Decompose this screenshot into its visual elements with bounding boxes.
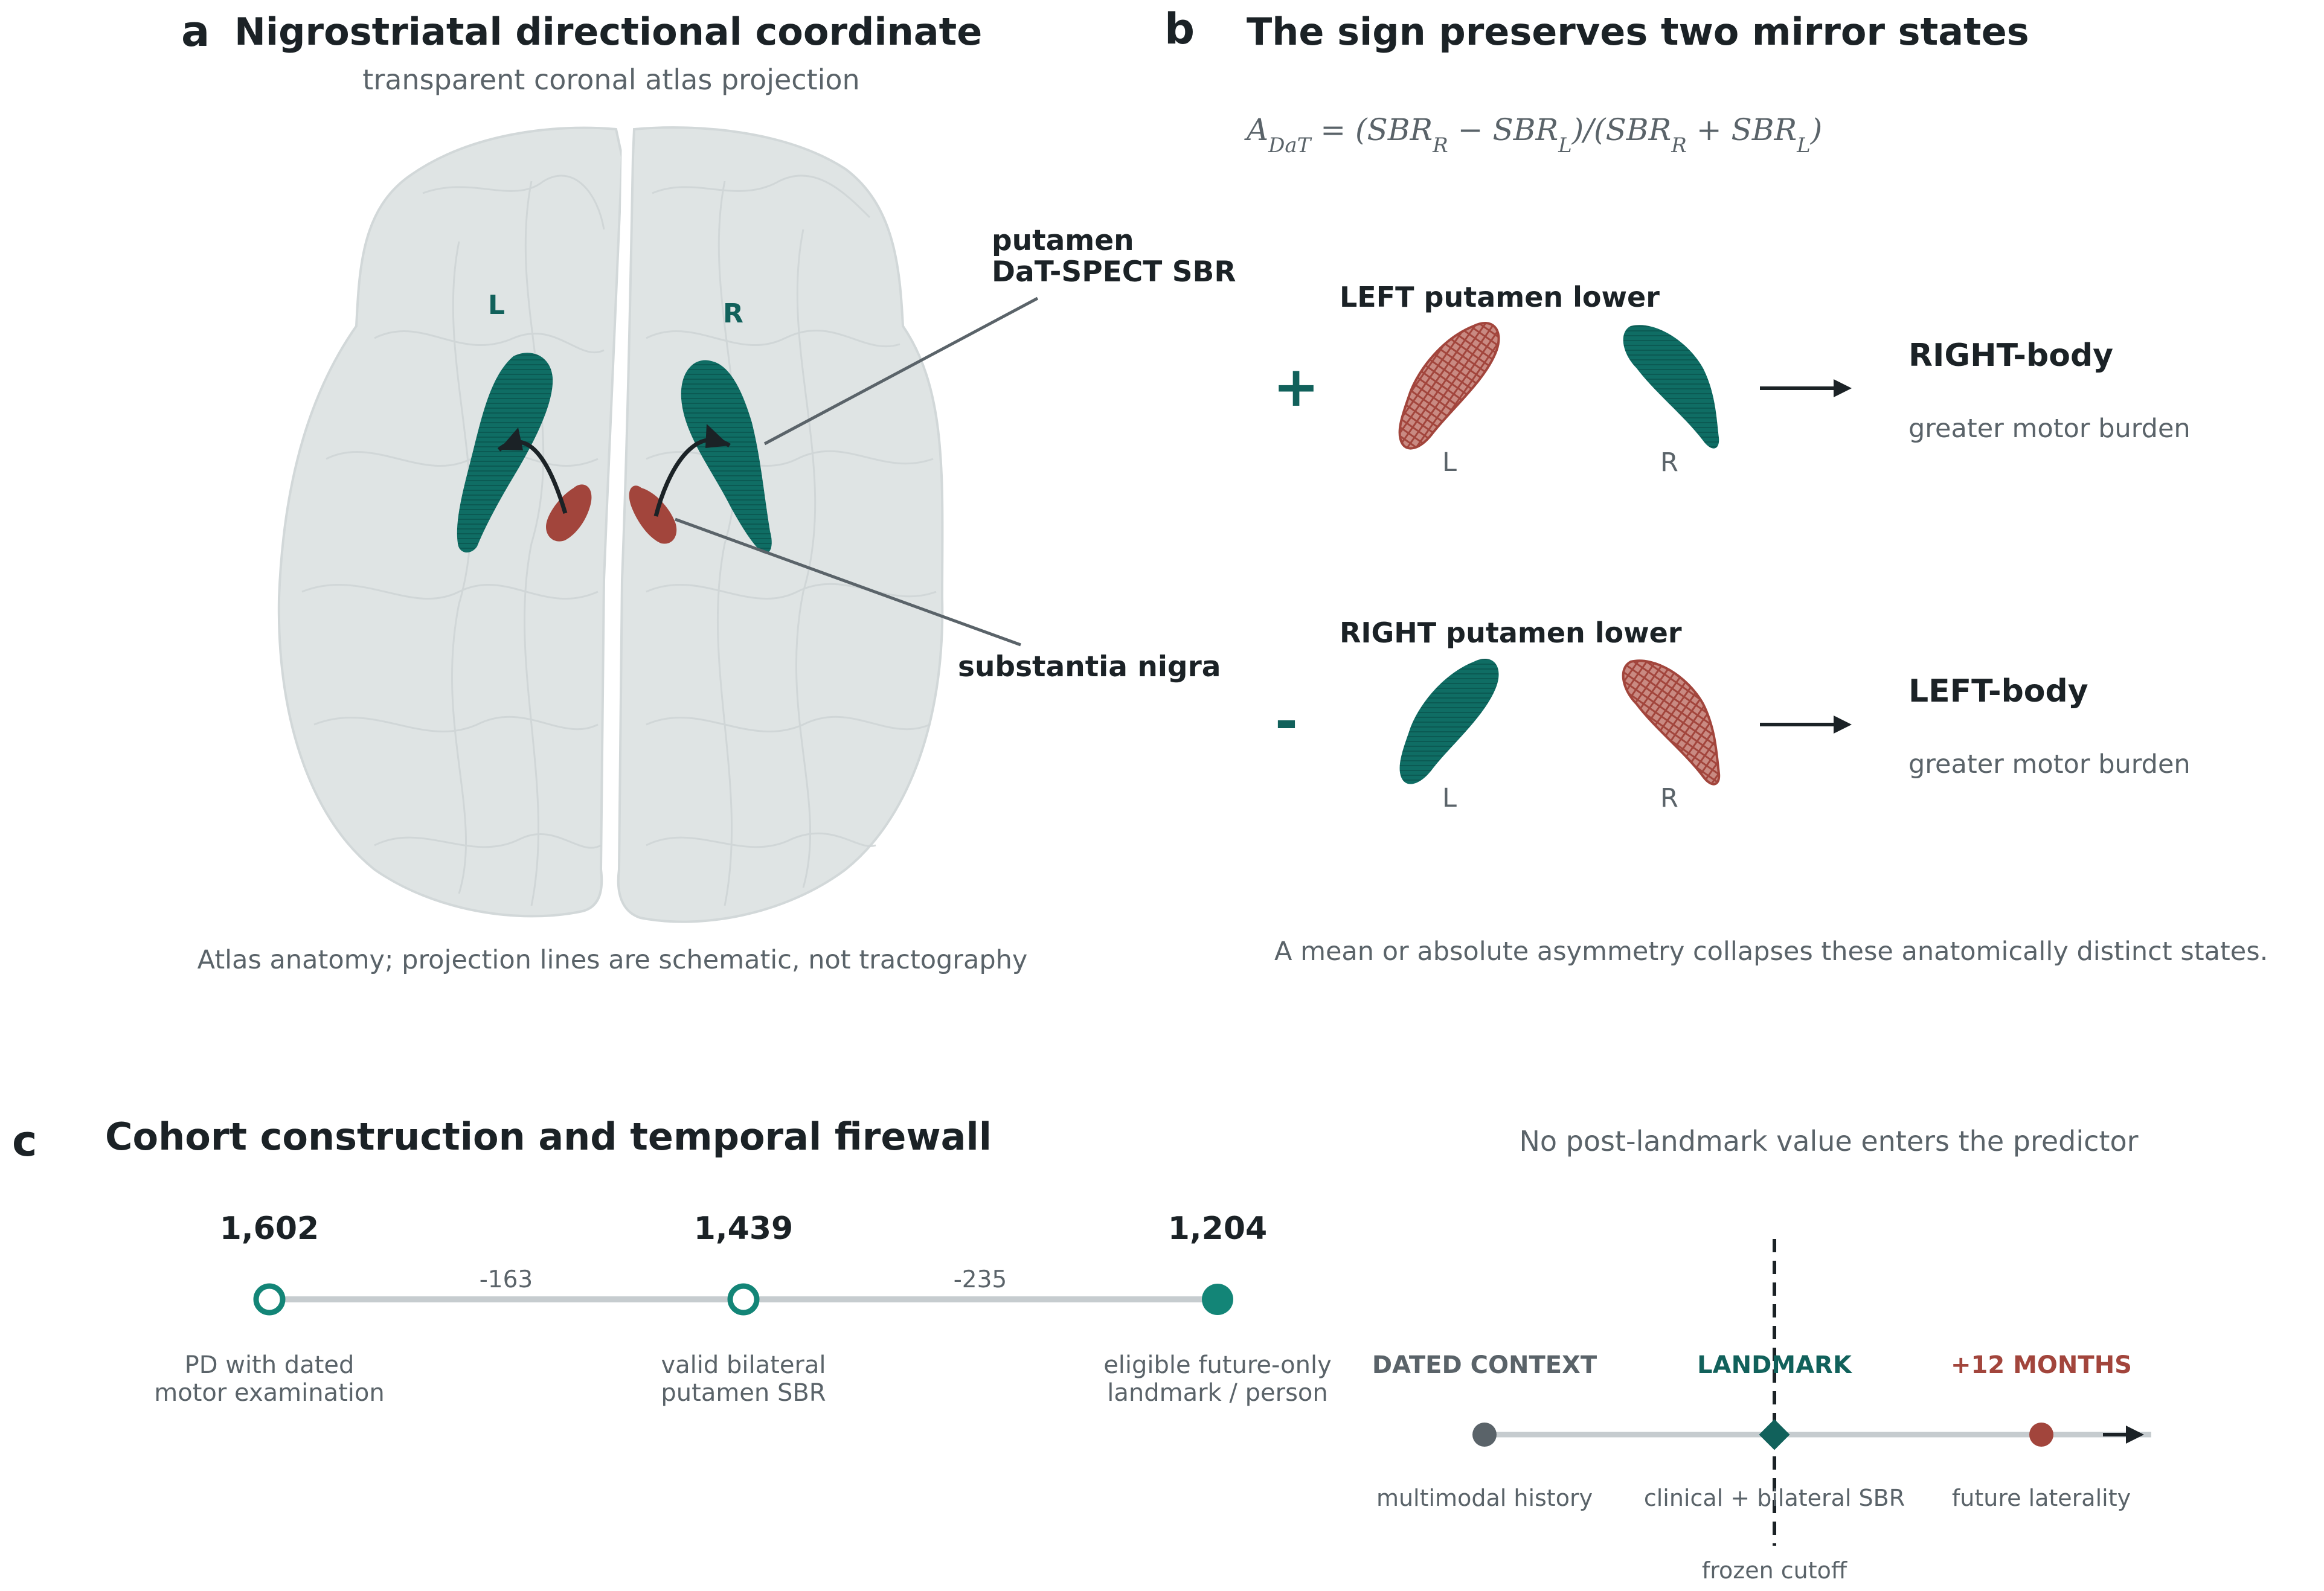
atlas-left-putamen: [457, 353, 553, 553]
atlas-right-label: R: [723, 298, 743, 329]
panel-c-title: Cohort construction and temporal firewal…: [105, 1115, 992, 1159]
cohort-stage-2-line1: valid bilateral: [661, 1351, 826, 1379]
state-negative-right-putamen: [1622, 659, 1721, 786]
putamen-callout-line2: DaT-SPECT SBR: [992, 255, 1236, 289]
panel-a-footnote: Atlas anatomy; projection lines are sche…: [197, 945, 1028, 975]
phase-landmark-desc: clinical + bilateral SBR: [1644, 1485, 1905, 1511]
putamen-callout-line1: putamen: [992, 224, 1134, 257]
atlas-left-label: L: [488, 290, 505, 321]
asymmetry-formula: ADaT = (SBRR − SBRL)/(SBRR + SBRL): [1244, 112, 1822, 158]
state-positive-heading: LEFT putamen lower: [1340, 281, 1660, 313]
panel-b-footnote: A mean or absolute asymmetry collapses t…: [1274, 936, 2268, 967]
cohort-node-3: [1202, 1284, 1233, 1315]
state-positive-left-putamen: [1398, 322, 1500, 450]
panel-c-letter: c: [12, 1116, 37, 1166]
atlas-right-nigra: [629, 485, 677, 544]
phase-dated-context: DATED CONTEXT: [1372, 1351, 1597, 1379]
phase-landmark: LANDMARK: [1697, 1351, 1853, 1379]
state-negative-left-putamen: [1399, 658, 1499, 784]
atlas-left-nigra: [546, 484, 592, 542]
panel-b-letter: b: [1164, 4, 1195, 54]
cohort-stage-3-line1: eligible future-only: [1103, 1351, 1332, 1379]
cohort-node-2: [727, 1283, 760, 1316]
temporal-firewall: No post-landmark value enters the predic…: [1372, 1125, 2151, 1584]
cohort-stage-1-line1: PD with dated: [185, 1351, 355, 1379]
mirror-state-positive: LEFT putamen lower + L R RIGHT-body grea…: [1273, 281, 2190, 478]
cohort-stage-3-line2: landmark / person: [1107, 1379, 1327, 1407]
frozen-cutoff-label: frozen cutoff: [1702, 1557, 1847, 1584]
state-positive-left-label: L: [1442, 447, 1457, 478]
landmark-marker: [1759, 1419, 1790, 1450]
cohort-stage-2-line2: putamen SBR: [661, 1379, 826, 1407]
state-negative-left-label: L: [1442, 783, 1457, 813]
panel-a-letter: a: [181, 7, 210, 56]
state-negative-right-label: R: [1660, 783, 1678, 813]
cohort-count-3: 1,204: [1168, 1211, 1267, 1247]
cohort-count-1: 1,602: [220, 1211, 319, 1247]
cohort-count-2: 1,439: [694, 1211, 793, 1247]
cohort-flow: 1,602 1,439 1,204 -163 -235 PD with date…: [154, 1211, 1332, 1407]
panel-a-subtitle: transparent coronal atlas projection: [362, 63, 859, 96]
left-projection-arrowhead: [499, 427, 523, 450]
exclusion-1: -163: [480, 1266, 533, 1293]
state-negative-heading: RIGHT putamen lower: [1340, 616, 1682, 649]
mirror-state-negative: RIGHT putamen lower - L R LEFT-body grea…: [1275, 616, 2191, 813]
state-negative-sign: -: [1275, 689, 1298, 754]
brain-atlas: [277, 126, 944, 923]
nigra-callout-line: [675, 517, 1021, 647]
panel-b-title: The sign preserves two mirror states: [1247, 10, 2029, 54]
firewall-header: No post-landmark value enters the predic…: [1519, 1125, 2138, 1157]
exclusion-2: -235: [954, 1266, 1007, 1293]
state-negative-body-label: LEFT-body: [1908, 673, 2088, 709]
cohort-stage-1-line2: motor examination: [154, 1379, 384, 1407]
phase-twelve-months: +12 MONTHS: [1951, 1351, 2132, 1379]
right-projection-arrowhead: [705, 424, 730, 448]
atlas-right-putamen: [681, 360, 772, 554]
phase-twelve-months-desc: future laterality: [1952, 1485, 2131, 1511]
phase-dated-context-desc: multimodal history: [1376, 1485, 1593, 1511]
panel-a-title: Nigrostriatal directional coordinate: [234, 10, 982, 54]
state-positive-right-label: R: [1660, 447, 1678, 478]
state-positive-sign: +: [1273, 354, 1319, 419]
state-positive-burden: greater motor burden: [1908, 414, 2191, 444]
state-positive-right-putamen: [1623, 325, 1719, 449]
cohort-node-1: [253, 1283, 286, 1316]
state-negative-burden: greater motor burden: [1908, 749, 2191, 779]
putamen-callout-line: [763, 296, 1039, 446]
nigra-callout-label: substantia nigra: [958, 650, 1221, 683]
state-positive-body-label: RIGHT-body: [1908, 338, 2113, 374]
twelve-month-marker: [2029, 1423, 2053, 1447]
dated-context-marker: [1472, 1423, 1497, 1447]
